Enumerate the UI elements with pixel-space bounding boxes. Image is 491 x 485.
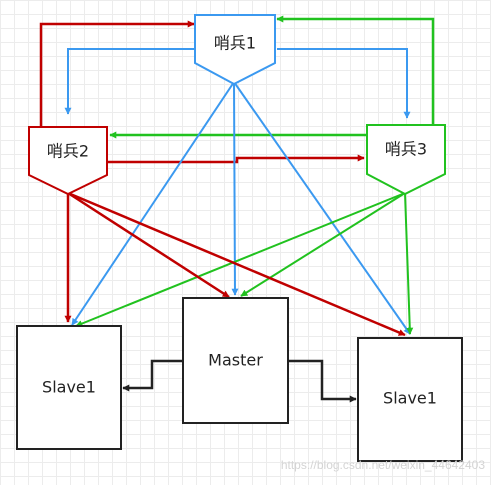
watermark-text: https://blog.csdn.net/weixin_44642403 [281,458,485,472]
edge-sentinel1-to-master [231,81,239,296]
sentinel1-label: 哨兵1 [214,34,256,53]
master-node[interactable]: Master [182,297,289,424]
edge-sentinel3-to-slave-right [404,192,414,335]
slave-left-label: Slave1 [42,378,96,397]
sentinel3-label: 哨兵3 [385,140,427,159]
slave-right-node[interactable]: Slave1 [357,337,463,462]
slave-left-node[interactable]: Slave1 [16,325,122,450]
edge-sentinel2-to-master [67,191,230,299]
sentinel1-node[interactable]: 哨兵1 [194,14,276,86]
sentinel3-node[interactable]: 哨兵3 [366,124,446,196]
edge-sentinel3-to-sentinel1 [276,15,435,125]
edge-sentinel1-to-slave-left [71,81,235,326]
edge-sentinel1-to-sentinel2 [64,48,195,115]
edge-sentinel3-to-slave-left [75,192,406,327]
sentinel2-node[interactable]: 哨兵2 [28,126,108,196]
edge-master-to-slave-left [122,359,183,392]
master-label: Master [208,351,263,370]
sentinel2-label: 哨兵2 [47,142,89,161]
slave-right-label: Slave1 [383,389,437,408]
edge-master-to-slave-right [288,359,357,403]
edge-sentinel2-to-sentinel3 [107,154,365,164]
edge-sentinel1-to-sentinel3 [277,48,411,119]
edge-sentinel1-to-slave-right [233,81,411,335]
edge-sentinel2-to-sentinel1 [39,20,195,128]
edge-sentinel3-to-master [240,192,406,297]
edge-sentinel2-to-slave-right [67,191,406,337]
